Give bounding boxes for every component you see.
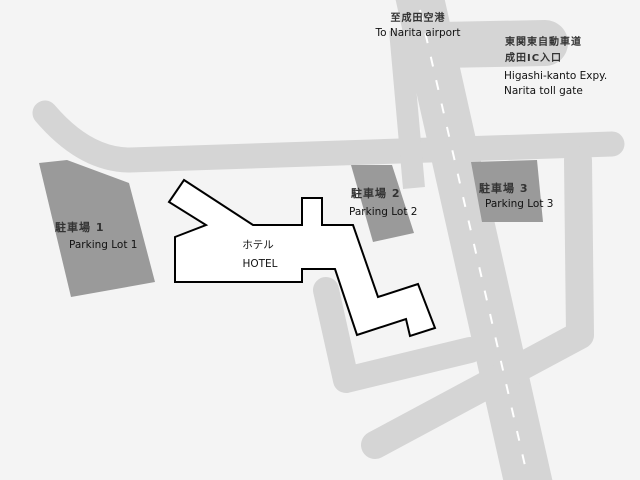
- right-loop-road: [361, 146, 594, 459]
- parking-lot-3-label-jp: 駐車場 3: [479, 182, 529, 195]
- parking-lot-2-label-jp: 駐車場 2: [351, 187, 401, 200]
- parking-lot-2-label-en: Parking Lot 2: [349, 206, 418, 218]
- hotel-building: [167, 178, 437, 338]
- highway: [395, 0, 553, 480]
- airport-label-en: To Narita airport: [375, 27, 461, 39]
- parking-lot-1-area: [39, 160, 155, 297]
- parking-lot-3-label-en: Parking Lot 3: [485, 198, 554, 210]
- expressway-label-en1: Higashi-kanto Expy.: [504, 70, 608, 82]
- lower-loop-road: [313, 277, 483, 393]
- expressway-label-en2: Narita toll gate: [504, 85, 583, 97]
- highway-center-line: [419, 9, 527, 471]
- expressway-label-jp2: 成田IC入口: [505, 53, 563, 64]
- parking-lot-1-label-en: Parking Lot 1: [69, 239, 138, 251]
- airport-label-jp: 至成田空港: [390, 13, 446, 24]
- highway-left-fork: [389, 29, 425, 189]
- hotel-label-jp: ホテル: [242, 239, 274, 251]
- parking-lot-3-area: [471, 160, 543, 222]
- parking-lot-2-area: [351, 165, 414, 242]
- top-road: [32, 100, 625, 173]
- expressway-ramp: [417, 20, 568, 68]
- expressway-label-jp1: 東関東自動車道: [505, 37, 582, 48]
- hotel-label-en: HOTEL: [242, 258, 278, 270]
- parking-lot-1-label-jp: 駐車場 1: [55, 221, 105, 234]
